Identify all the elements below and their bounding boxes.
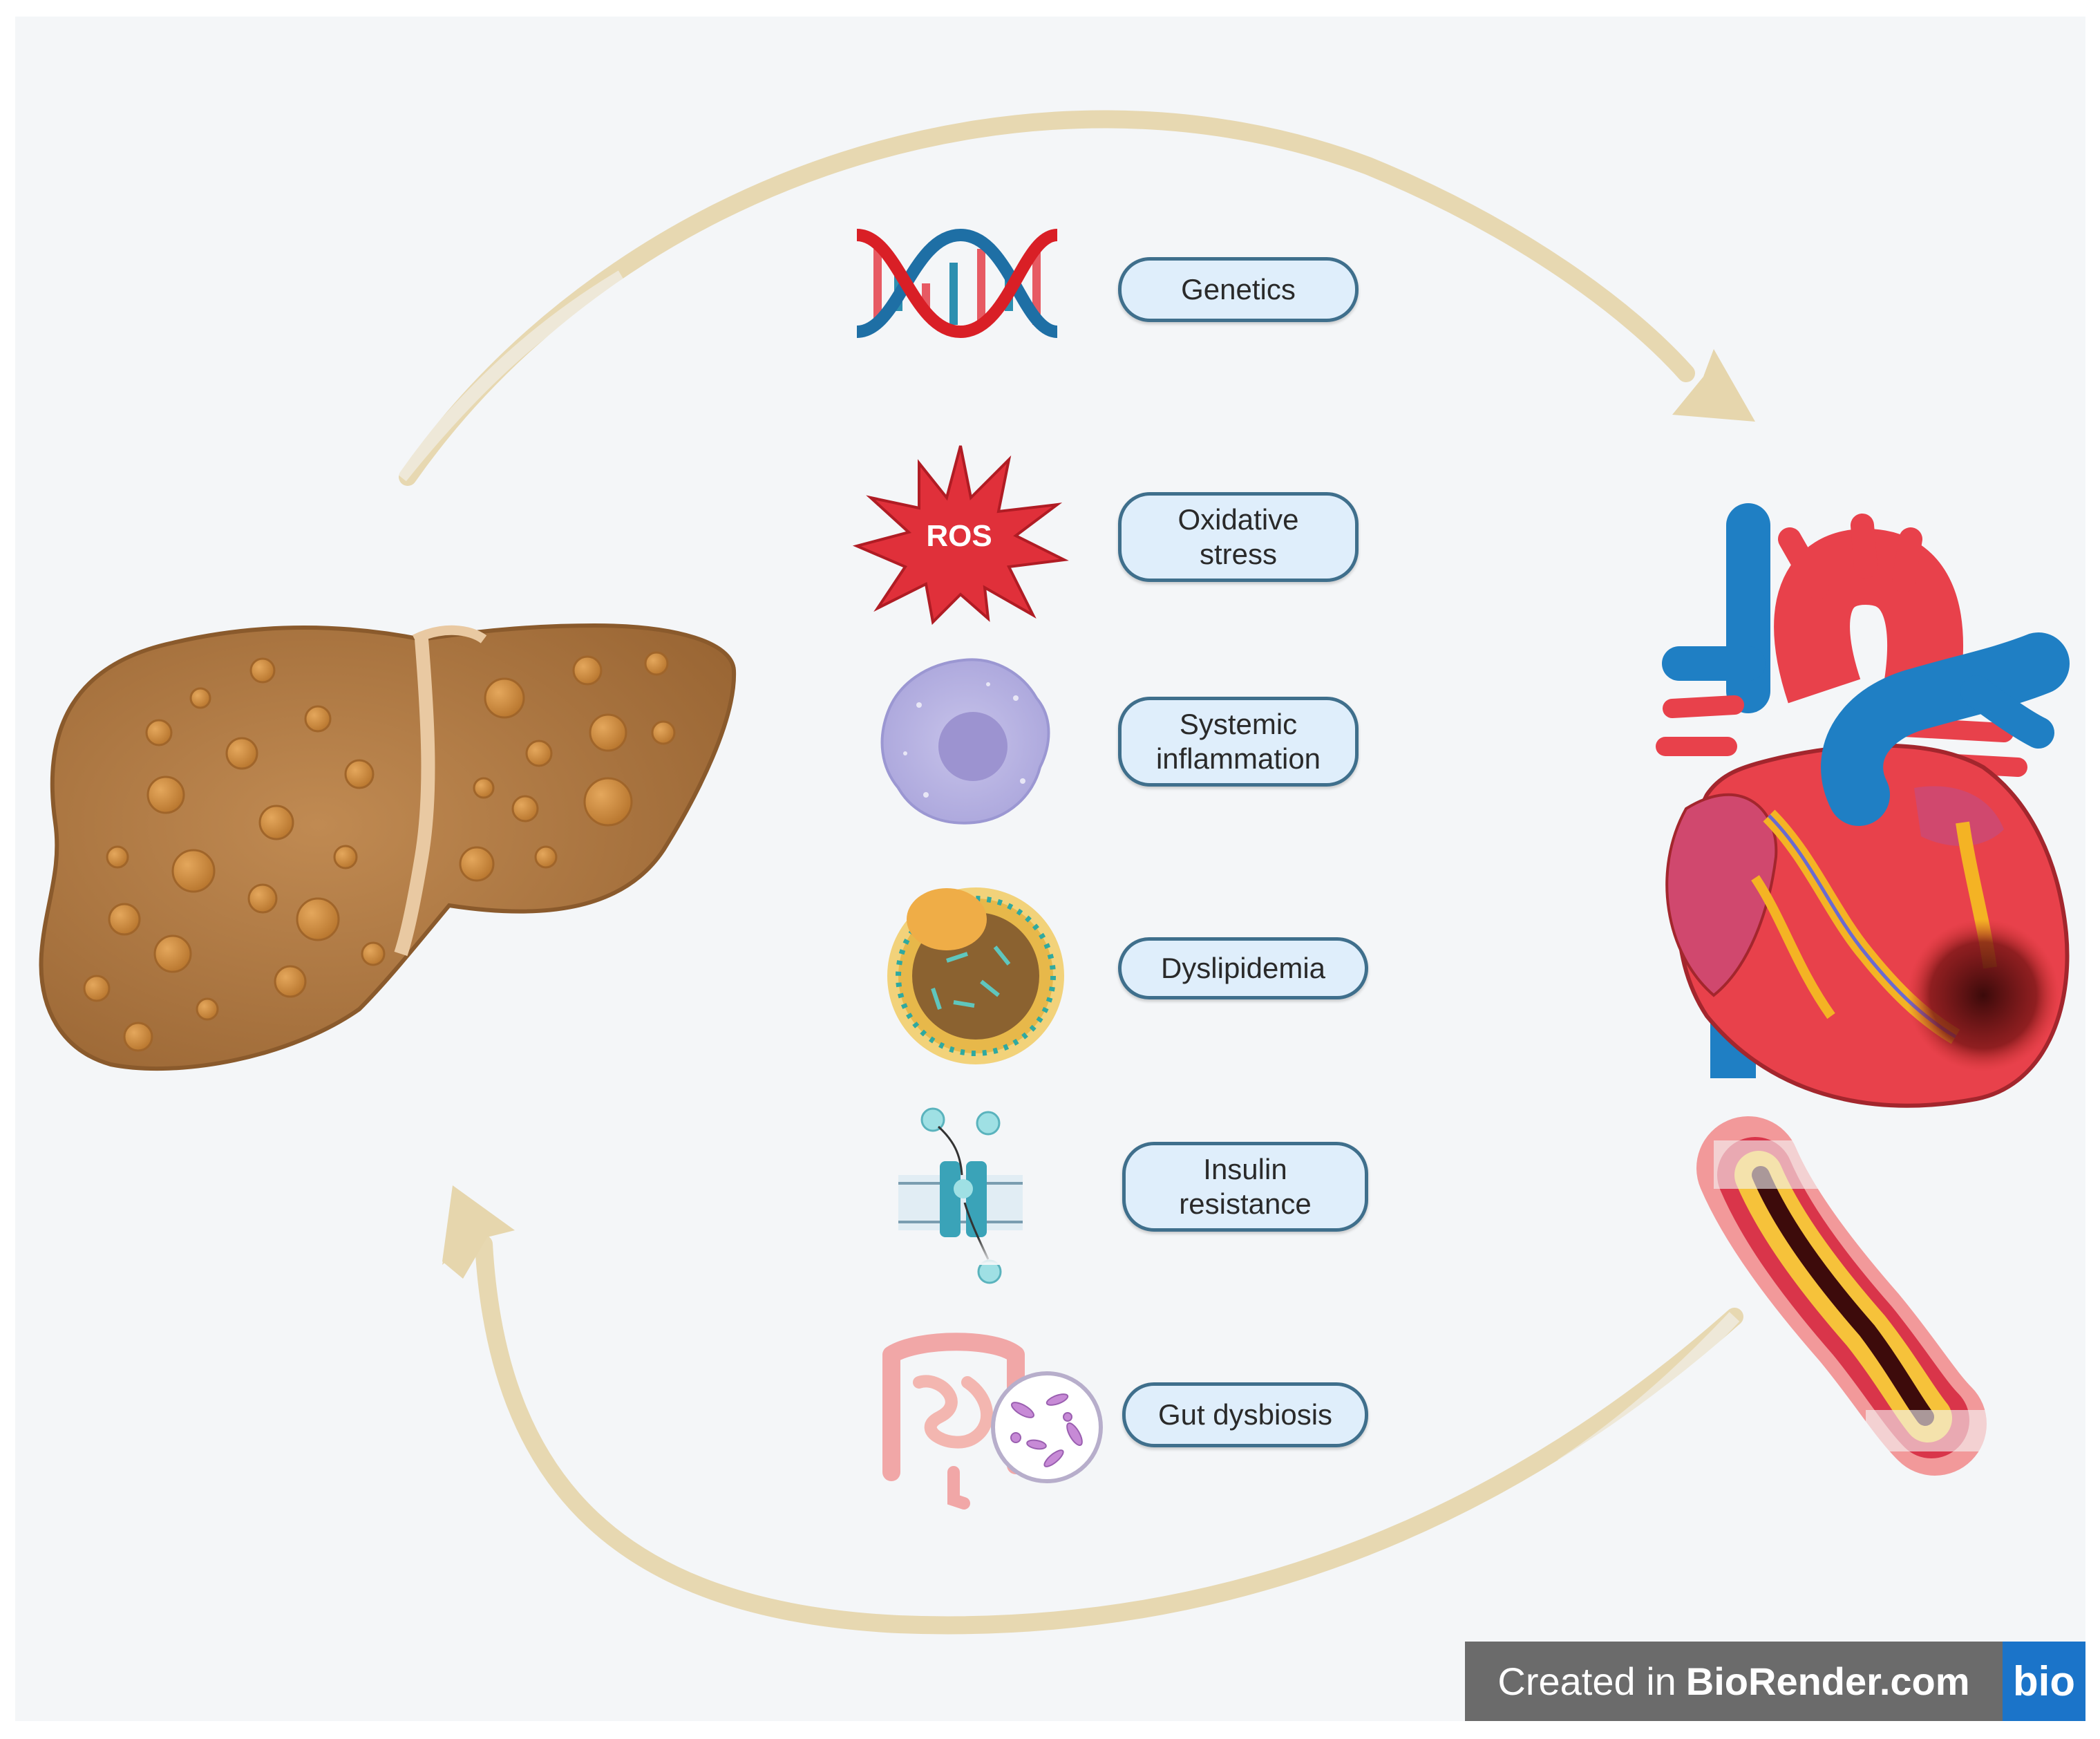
credit-prefix: Created in: [1497, 1660, 1676, 1703]
credit-text: Created in BioRender.com: [1465, 1642, 2003, 1721]
systemic-inflammation-label: Systemic inflammation: [1155, 708, 1321, 775]
bottom-cycle-arrow: [442, 1185, 1743, 1635]
genetics-pill: Genetics: [1118, 257, 1359, 322]
oxidative-stress-pill: Oxidative stress: [1118, 492, 1359, 582]
biorender-logo-icon: bio: [2003, 1642, 2085, 1721]
insulin-resistance-label: Insulin resistance: [1179, 1153, 1312, 1220]
biorender-credit-banner[interactable]: Created in BioRender.com bio: [1465, 1642, 2085, 1721]
lipoprotein-icon: [887, 887, 1064, 1064]
oxidative-stress-label: Oxidative stress: [1177, 503, 1299, 570]
gut-microbiota-icon: [882, 1333, 1103, 1510]
credit-brand: BioRender.com: [1685, 1660, 1970, 1703]
insulin-receptor-icon: [898, 1107, 1023, 1284]
ros-burst-icon: ROS: [852, 445, 1069, 626]
dyslipidemia-label: Dyslipidemia: [1160, 952, 1326, 984]
gut-dysbiosis-label: Gut dysbiosis: [1157, 1398, 1333, 1431]
insulin-resistance-pill: Insulin resistance: [1122, 1142, 1368, 1232]
dna-icon: [855, 228, 1059, 339]
immune-cell-icon: [880, 658, 1050, 825]
systemic-inflammation-pill: Systemic inflammation: [1118, 697, 1359, 787]
top-cycle-arrow: [395, 110, 1755, 486]
heart-icon: [1656, 503, 2070, 1108]
atherosclerotic-artery-icon: [1696, 1116, 2004, 1476]
gut-dysbiosis-pill: Gut dysbiosis: [1122, 1382, 1368, 1447]
dyslipidemia-pill: Dyslipidemia: [1118, 937, 1368, 999]
fatty-liver-icon: [39, 623, 737, 1071]
ros-label: ROS: [926, 519, 992, 553]
genetics-label: Genetics: [1181, 273, 1296, 306]
